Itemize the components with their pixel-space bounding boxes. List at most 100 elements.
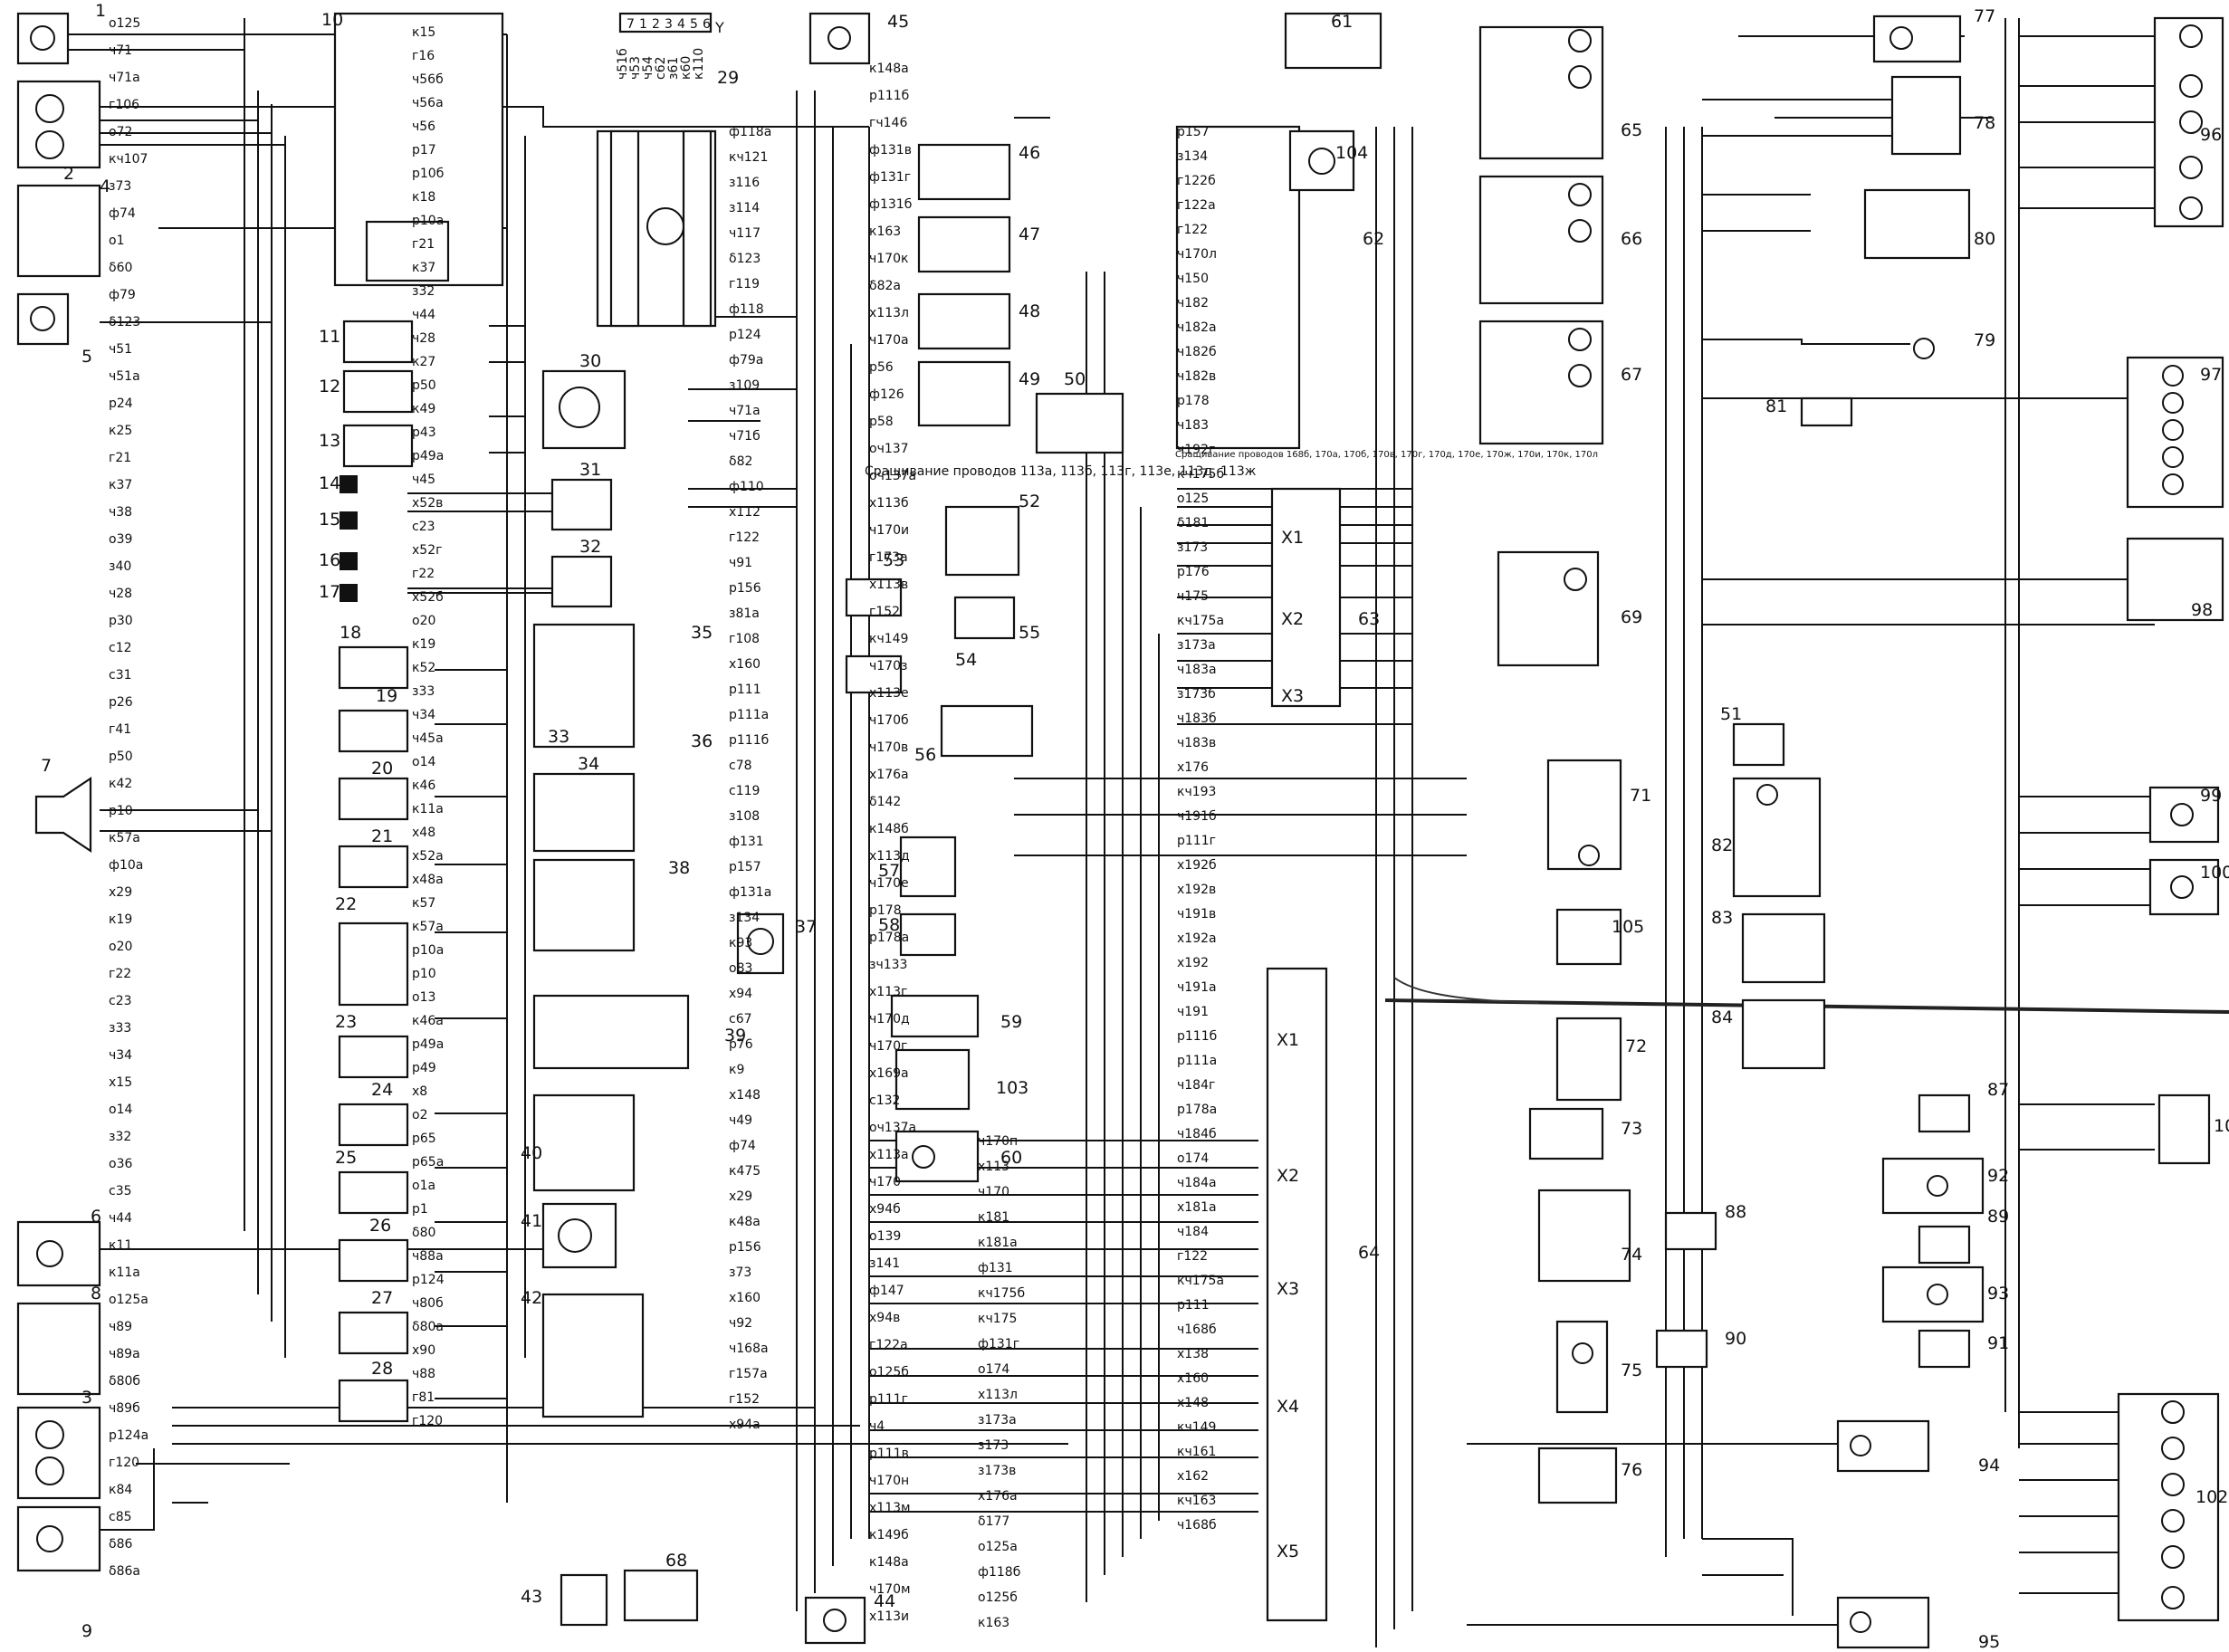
component-number-94: 94 <box>1978 1456 2000 1475</box>
cable-pin-3: 3 <box>665 17 673 32</box>
wire-code: оч137 <box>869 442 909 456</box>
wire-code: х113л <box>869 306 909 320</box>
wire-code: ч34 <box>109 1048 132 1063</box>
component-number-7: 7 <box>41 756 52 776</box>
wire-code: ф118 <box>729 302 764 317</box>
wire-code: о125б <box>869 1365 909 1380</box>
wire-code: δ181 <box>1177 516 1209 530</box>
splice-note-top: Сращивание проводов 113а, 113б, 113г, 11… <box>865 464 1257 479</box>
component-number-82: 82 <box>1711 836 1733 855</box>
wire-code: о13 <box>412 990 435 1005</box>
component-number-88: 88 <box>1725 1202 1746 1222</box>
wire-code: о20 <box>109 940 132 954</box>
component-12-relay <box>342 369 414 414</box>
wire-code: ч183в <box>1177 736 1216 750</box>
component-77-lamp <box>1872 14 1962 63</box>
component-number-21: 21 <box>371 826 393 846</box>
lamp-icon <box>1572 1342 1593 1364</box>
wire-code: х113а <box>869 1148 909 1162</box>
wire-code: р1 <box>412 1202 428 1217</box>
lamp-icon <box>1568 364 1592 387</box>
component-number-33: 33 <box>548 727 569 747</box>
component-number-51: 51 <box>1720 704 1742 724</box>
wire-code: кч175а <box>1177 614 1224 628</box>
component-number-1: 1 <box>95 1 106 21</box>
wire-code: ч191 <box>1177 1005 1209 1019</box>
wire-code: ч51 <box>109 342 132 357</box>
wire-code: з114 <box>729 201 760 215</box>
lamp-icon <box>1568 328 1592 351</box>
lamp-icon <box>1568 29 1592 53</box>
component-number-53: 53 <box>883 550 904 570</box>
wire-code: к19 <box>109 912 132 927</box>
component-103-relay <box>894 1048 971 1111</box>
lamp-icon <box>2179 110 2203 134</box>
wire-code: р111г <box>1177 834 1216 848</box>
wire-code: к48а <box>729 1215 761 1229</box>
component-number-63: 63 <box>1358 609 1380 629</box>
wire-code: ч168а <box>729 1342 769 1356</box>
component-28-box <box>338 1379 409 1423</box>
wire-code: кч175б <box>978 1286 1025 1301</box>
wire-code: ч170п <box>978 1134 1018 1149</box>
component-number-101: 101 <box>2214 1116 2229 1136</box>
wire-code: с12 <box>109 641 132 655</box>
component-number-24: 24 <box>371 1080 393 1100</box>
lamp-icon <box>1927 1284 1948 1305</box>
wire-code: ф118б <box>978 1565 1020 1580</box>
component-number-84: 84 <box>1711 1007 1733 1027</box>
component-100-lamp <box>2148 858 2220 916</box>
lamp-icon <box>823 1609 847 1632</box>
component-number-80: 80 <box>1974 229 1995 249</box>
wire-code: ч71а <box>729 404 761 418</box>
wire-code: к475 <box>729 1164 761 1179</box>
wire-code: р111г <box>869 1392 908 1407</box>
component-9-lamp <box>16 1505 101 1572</box>
component-17-plug <box>340 584 358 602</box>
wire-code: х29 <box>109 885 132 900</box>
wire-code: δ80б <box>109 1374 140 1389</box>
lamp-icon <box>2162 365 2184 387</box>
component-number-11: 11 <box>319 327 340 347</box>
component-number-102: 102 <box>2196 1487 2228 1507</box>
component-21-box <box>338 845 409 889</box>
component-number-41: 41 <box>521 1211 542 1231</box>
wire-code: г41 <box>109 722 131 737</box>
wire-code: х94б <box>869 1202 901 1217</box>
component-15-plug <box>340 511 358 530</box>
component-number-30: 30 <box>579 351 601 371</box>
wire-code: р124 <box>412 1273 445 1287</box>
wire-code: о83 <box>729 961 752 976</box>
component-27-box <box>338 1311 409 1355</box>
wire-code: г106 <box>109 98 139 112</box>
wire-code: ф79а <box>729 353 763 368</box>
component-40-relay <box>532 1093 636 1192</box>
wire-code: ч71б <box>729 429 761 444</box>
wire-code: ч170а <box>869 333 909 348</box>
wire-code: ф131 <box>729 835 764 849</box>
component-number-22: 22 <box>335 894 357 914</box>
connector-left-x1: X1 <box>1281 528 1304 548</box>
wire-code: р26 <box>109 695 133 710</box>
wire-code: ч191б <box>1177 809 1217 824</box>
wire-code: ч89 <box>109 1320 132 1334</box>
wire-code: х176а <box>869 768 909 782</box>
wire-code: к181 <box>978 1210 1009 1225</box>
component-6-lamp <box>16 1220 101 1287</box>
component-33-relay <box>532 623 636 749</box>
wire-code: з173б <box>1177 687 1216 702</box>
wire-code: к148а <box>869 62 909 76</box>
wire-code: г120 <box>412 1414 443 1428</box>
wire-code: ч56а <box>412 96 444 110</box>
component-number-47: 47 <box>1019 224 1040 244</box>
lamp-icon <box>36 1525 63 1552</box>
component-number-27: 27 <box>371 1288 393 1308</box>
wire-code: р10а <box>412 214 444 228</box>
wire-code: с35 <box>109 1184 132 1198</box>
component-58-switch <box>899 912 957 957</box>
wire-code: х138 <box>1177 1347 1209 1361</box>
wire-code: х113м <box>869 1501 911 1515</box>
wire-code: р111б <box>1177 1029 1217 1044</box>
wire-code: ч191а <box>1177 980 1217 995</box>
